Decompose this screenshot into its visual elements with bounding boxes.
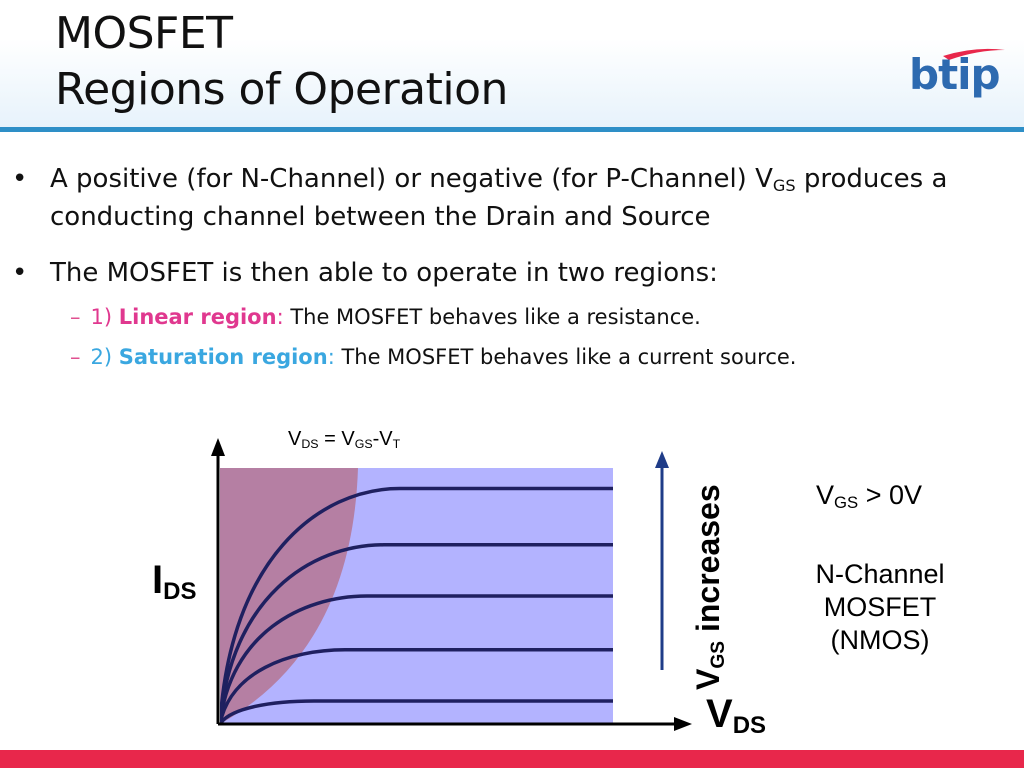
y-axis-arrow-icon xyxy=(211,438,225,456)
bullet-dot-icon: • xyxy=(12,258,28,288)
slide-title: MOSFET Regions of Operation xyxy=(55,6,508,118)
device-type-label: N-Channel MOSFET (NMOS) xyxy=(815,559,945,655)
vgs-curve-3 xyxy=(220,594,613,724)
vgs-arrow-head-icon xyxy=(655,451,669,468)
slide-header xyxy=(0,0,1024,130)
logo-swoosh-icon xyxy=(943,48,1005,60)
bullet-2-text: The MOSFET is then able to operate in tw… xyxy=(50,258,718,288)
vgs-curve-4 xyxy=(220,543,613,724)
btip-logo: btip xyxy=(905,42,1015,112)
sub-2-number: 2) xyxy=(90,345,119,369)
vgs-increases-label: VGS increases xyxy=(690,484,729,690)
vgs-curve-1 xyxy=(220,699,613,724)
vgs-curve-5 xyxy=(220,486,613,724)
sub-1-number: 1) xyxy=(90,305,119,329)
bullet-1-subscript: GS xyxy=(772,176,796,196)
dash-icon: – xyxy=(70,345,81,369)
bullet-dot-icon: • xyxy=(12,164,28,194)
logo-text: btip xyxy=(909,50,1001,99)
boundary-label: VDS = VGS-VT xyxy=(288,428,401,452)
sub-1-description: The MOSFET behaves like a resistance. xyxy=(283,305,701,329)
title-line-2: Regions of Operation xyxy=(55,64,508,115)
title-line-1: MOSFET xyxy=(55,8,233,59)
vgs-curves xyxy=(220,486,613,724)
linear-region-fill xyxy=(220,468,358,724)
vgs-curve-2 xyxy=(220,648,613,724)
x-axis-label: VDS xyxy=(706,692,767,739)
y-axis-label: IDS xyxy=(152,558,197,605)
vgs-condition-label: VGS > 0V xyxy=(816,480,922,513)
sub-bullet-linear: –1) Linear region: The MOSFET behaves li… xyxy=(70,305,701,329)
header-divider xyxy=(0,127,1024,132)
x-axis-arrow-icon xyxy=(674,717,692,731)
sub-2-description: The MOSFET behaves like a current source… xyxy=(334,345,797,369)
bullet-1-text-b: produces a conducting channel between th… xyxy=(50,164,948,232)
sub-bullet-saturation: –2) Saturation region: The MOSFET behave… xyxy=(70,345,797,369)
bullet-1-text-a: A positive (for N-Channel) or negative (… xyxy=(50,164,773,194)
dash-icon: – xyxy=(70,305,81,329)
saturation-region-label: Saturation region xyxy=(118,345,328,369)
footer-bar xyxy=(0,750,1024,768)
linear-region-label: Linear region xyxy=(118,305,277,329)
